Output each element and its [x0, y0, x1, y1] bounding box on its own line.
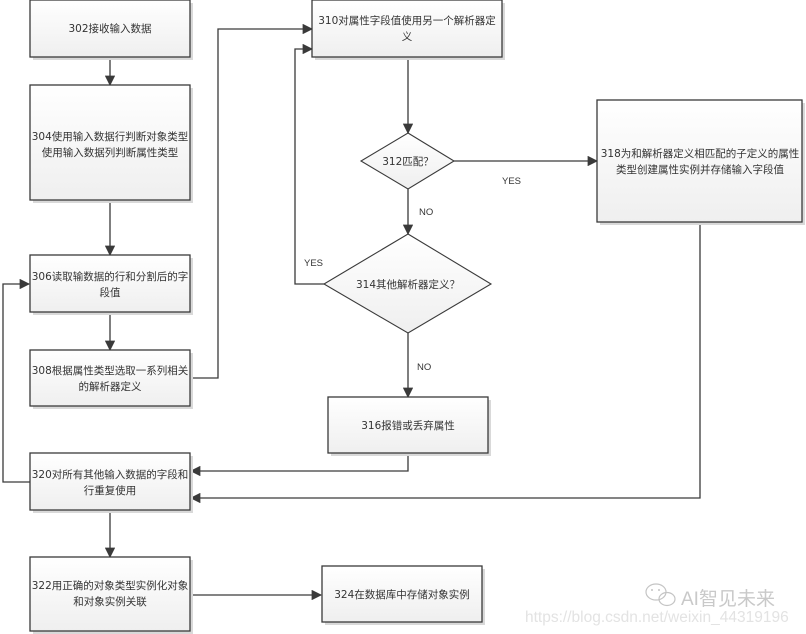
node-302-label: 302接收输入数据 [68, 22, 152, 35]
edge-label-312-no: NO [419, 207, 433, 218]
node-322: 322用正确的对象类型实例化对象 和对象实例关联 [29, 556, 193, 634]
node-320-label-line1: 320对所有其他输入数据的字段和 [32, 468, 189, 481]
node-310: 310对属性字段值使用另一个解析器定 义 [311, 0, 505, 60]
node-310-label-line2: 义 [402, 31, 413, 43]
edge-label-312-yes: YES [502, 176, 521, 187]
node-324-label: 324在数据库中存储对象实例 [334, 588, 470, 601]
node-306-label-line1: 306读取输数据的行和分割后的字 [32, 270, 189, 283]
node-320-label-line2: 行重复使用 [84, 484, 137, 497]
node-318-label-line1: 318为和解析器定义相匹配的子定义的属性 [601, 147, 800, 160]
node-318-label-line2: 类型创建属性实例并存储输入字段值 [616, 163, 784, 176]
node-312: 312匹配？ [359, 132, 456, 190]
edge-316-320 [189, 453, 409, 477]
node-322-label-line1: 322用正确的对象类型实例化对象 [32, 579, 189, 592]
node-304-label-line1: 304使用输入数据行判断对象类型 [32, 130, 189, 143]
edge-314-310-yes [294, 43, 324, 285]
node-316: 316报错或丢弃属性 [327, 396, 491, 456]
node-308: 308根据属性类型选取一系列相关 的解析器定义 [29, 349, 193, 409]
watermark-title: AI智见未来 [681, 588, 775, 610]
node-306-label-line2: 段值 [100, 286, 121, 299]
node-312-label: 312匹配？ [382, 156, 434, 168]
node-302: 302接收输入数据 [29, 0, 193, 60]
edge-label-314-no: NO [417, 362, 431, 373]
node-304: 304使用输入数据行判断对象类型 使用输入数据列判断属性类型 [29, 84, 193, 203]
watermark: AI智见未来 https://blog.csdn.net/weixin_4431… [525, 583, 789, 626]
node-304-label-line2: 使用输入数据列判断属性类型 [42, 146, 179, 159]
node-308-label-line2: 的解析器定义 [79, 380, 142, 393]
node-318: 318为和解析器定义相匹配的子定义的属性 类型创建属性实例并存储输入字段值 [596, 99, 805, 225]
node-308-label-line1: 308根据属性类型选取一系列相关 [32, 364, 189, 377]
edge-308-310 [190, 23, 314, 379]
edge-318-320 [189, 222, 701, 504]
edge-320-306-loop [2, 278, 31, 483]
watermark-url: https://blog.csdn.net/weixin_44319196 [525, 609, 789, 626]
edge-label-314-yes: YES [304, 258, 323, 269]
node-320: 320对所有其他输入数据的字段和 行重复使用 [29, 452, 193, 513]
node-322-label-line2: 和对象实例关联 [73, 595, 147, 608]
edges [2, 23, 701, 601]
node-314-label: 314其他解析器定义？ [356, 278, 460, 291]
node-316-label: 316报错或丢弃属性 [361, 419, 455, 432]
node-306: 306读取输数据的行和分割后的字 段值 [29, 254, 193, 315]
node-314: 314其他解析器定义？ [322, 233, 493, 334]
node-310-label-line1: 310对属性字段值使用另一个解析器定 [318, 14, 496, 27]
wechat-icon [645, 583, 676, 607]
node-324: 324在数据库中存储对象实例 [321, 565, 485, 625]
